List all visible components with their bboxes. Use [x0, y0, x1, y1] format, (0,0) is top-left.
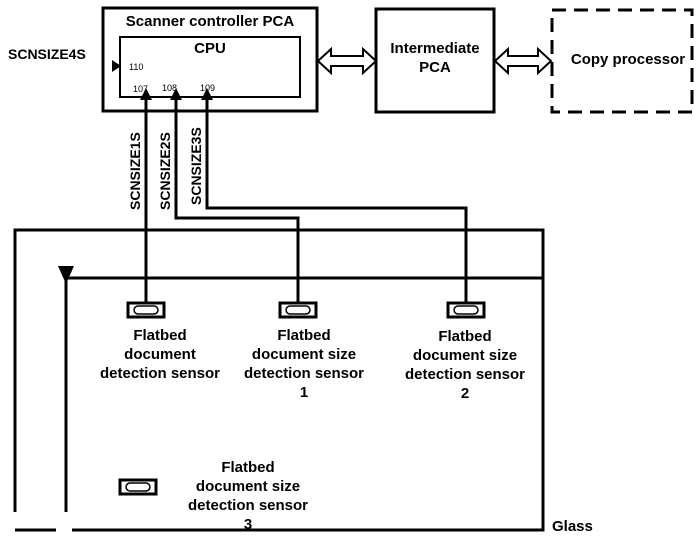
- svg-text:detection sensor: detection sensor: [405, 366, 525, 383]
- svg-text:document size: document size: [196, 478, 300, 495]
- pin-108: 108: [162, 83, 177, 93]
- scnsize2s-arrow-icon: [170, 88, 182, 100]
- svg-text:Flatbed: Flatbed: [221, 459, 274, 476]
- sensor-3-icon: [118, 478, 158, 496]
- scnsize4s-arrow-icon: [112, 60, 121, 72]
- sensor-0-icon: [126, 301, 166, 319]
- scnsize1s-arrow-icon: [140, 88, 152, 100]
- sensor-2-icon: [446, 301, 486, 319]
- signal-scnsize4s: SCNSIZE4S: [8, 46, 86, 62]
- scnsize3s-arrow-icon: [201, 88, 213, 100]
- intermediate-pca: Intermediate PCA: [374, 7, 496, 114]
- wire-scnsize3s: [205, 100, 468, 302]
- pin-107: 107: [133, 84, 148, 94]
- svg-text:document: document: [124, 346, 196, 363]
- svg-text:1: 1: [300, 384, 308, 401]
- intermediate-label-line2: PCA: [419, 59, 451, 76]
- wire-scnsize2s: [174, 100, 300, 303]
- bus-arrow-intermediate-copy-icon: [493, 46, 553, 76]
- copy-processor-label: Copy processor: [571, 51, 685, 68]
- svg-text:Flatbed: Flatbed: [438, 328, 491, 345]
- svg-text:detection sensor: detection sensor: [100, 365, 220, 382]
- signal-scnsize3s: SCNSIZE3S: [188, 127, 204, 205]
- glass-corner-marker-icon: [58, 266, 74, 284]
- signal-scnsize2s: SCNSIZE2S: [157, 132, 173, 210]
- svg-text:document size: document size: [252, 346, 356, 363]
- pin-109: 109: [200, 83, 215, 93]
- copy-processor: Copy processor: [550, 8, 694, 114]
- svg-text:3: 3: [244, 516, 252, 533]
- bus-arrow-controller-intermediate-icon: [316, 46, 378, 76]
- sensor-1-label: Flatbed document size detection sensor 1: [244, 327, 364, 401]
- svg-text:document size: document size: [413, 347, 517, 364]
- svg-text:2: 2: [461, 385, 469, 402]
- svg-text:detection sensor: detection sensor: [244, 365, 364, 382]
- scanner-body-outline: [13, 228, 545, 532]
- svg-text:detection sensor: detection sensor: [188, 497, 308, 514]
- signal-scnsize1s: SCNSIZE1S: [127, 132, 143, 210]
- cpu-label: CPU: [194, 40, 226, 57]
- glass-label: Glass: [552, 518, 593, 535]
- glass-outline: [58, 266, 543, 512]
- pin-110: 110: [129, 62, 143, 72]
- svg-text:Flatbed: Flatbed: [277, 327, 330, 344]
- intermediate-label-line1: Intermediate: [390, 40, 479, 57]
- sensor-0-label: Flatbed document detection sensor: [100, 327, 220, 382]
- scanner-controller-label: Scanner controller PCA: [126, 13, 295, 30]
- sensor-3-label: Flatbed document size detection sensor 3: [188, 459, 308, 533]
- sensor-1-icon: [278, 301, 318, 319]
- cpu-block: CPU 110 107 108 109: [119, 36, 301, 98]
- signal-wires: [144, 100, 468, 303]
- svg-text:Flatbed: Flatbed: [133, 327, 186, 344]
- sensor-2-label: Flatbed document size detection sensor 2: [405, 328, 525, 402]
